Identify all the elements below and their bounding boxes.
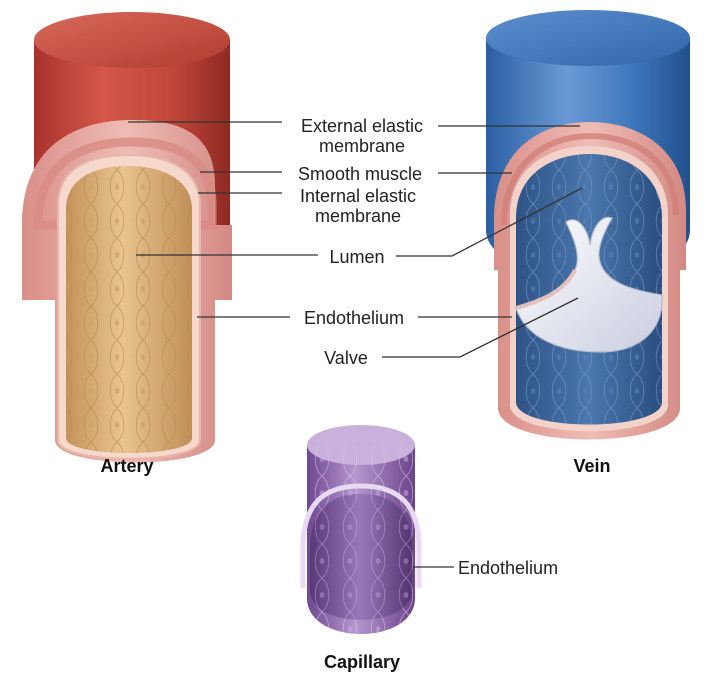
artery-illustration — [22, 12, 232, 463]
label-valve: Valve — [324, 348, 368, 368]
capillary-cut-edge — [300, 483, 422, 588]
label-external-elastic-2: membrane — [319, 136, 405, 156]
label-capillary-endothelium: Endothelium — [458, 558, 558, 578]
vein-illustration — [486, 10, 690, 440]
title-vein: Vein — [573, 456, 610, 476]
vein-smooth-muscle — [501, 132, 679, 226]
title-capillary: Capillary — [324, 652, 400, 672]
label-external-elastic-1: External elastic — [301, 116, 423, 136]
label-internal-elastic-1: Internal elastic — [300, 186, 416, 206]
leader-lumen-right — [396, 187, 583, 257]
label-internal-elastic-2: membrane — [315, 206, 401, 226]
vein-valve — [515, 216, 663, 353]
label-smooth-muscle: Smooth muscle — [298, 164, 422, 184]
label-endothelium: Endothelium — [304, 308, 404, 328]
artery-smooth-muscle — [33, 137, 217, 230]
capillary-illustration — [300, 425, 422, 634]
leader-valve — [382, 297, 579, 358]
label-lumen: Lumen — [329, 247, 384, 267]
artery-top-opening — [34, 12, 230, 68]
title-artery: Artery — [100, 456, 153, 476]
vein-top-opening — [486, 10, 690, 66]
leader-lines — [128, 121, 583, 568]
